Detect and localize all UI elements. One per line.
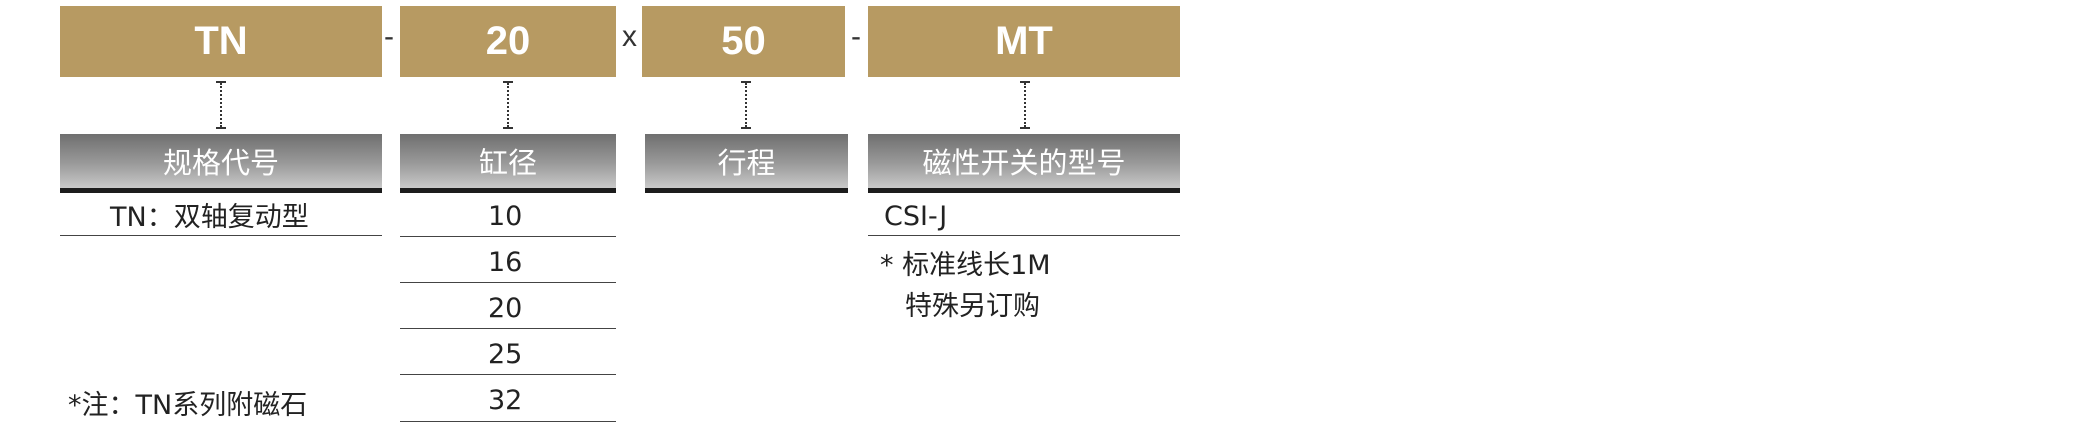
connector-bore [503,81,513,129]
switch-model: CSI-J [884,200,948,232]
switch-model-rule [868,235,1180,236]
bore-value: 32 [488,384,523,416]
connector-spec [216,81,226,129]
bore-value: 16 [488,246,523,278]
separator-x: x [622,20,637,53]
bore-rule [400,282,616,283]
bore-rule [400,374,616,375]
bore-value: 20 [488,292,523,324]
spec-item: TN：双轴复动型 [110,201,309,233]
label-switch: 磁性开关的型号 [868,134,1180,193]
bore-value: 10 [488,200,523,232]
code-spec: TN [60,6,382,77]
footnote: *注：TN系列附磁石 [68,389,308,421]
connector-switch [1020,81,1030,129]
bore-rule [400,421,616,422]
label-stroke: 行程 [645,134,848,193]
spec-item-rule [60,235,382,236]
code-switch: MT [868,6,1180,77]
code-stroke: 50 [642,6,845,77]
code-bore: 20 [400,6,616,77]
connector-stroke [741,81,751,129]
bore-value: 25 [488,338,523,370]
separator-dash-1: - [384,20,394,53]
label-spec: 规格代号 [60,134,382,193]
switch-note-line2: 特殊另订购 [905,290,1040,322]
bore-rule [400,236,616,237]
separator-dash-2: - [851,20,861,53]
bore-rule [400,328,616,329]
label-bore: 缸径 [400,134,616,193]
switch-note-line1: * 标准线长1M [880,249,1051,281]
